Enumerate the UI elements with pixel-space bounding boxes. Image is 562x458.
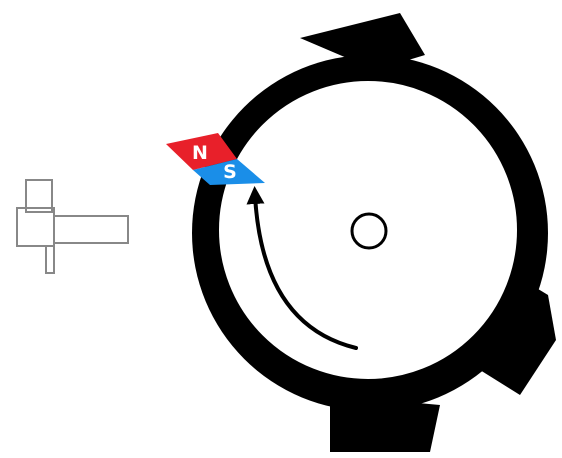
south-pole-label: S xyxy=(223,161,237,183)
north-pole-label: N xyxy=(192,142,208,164)
sensor-body xyxy=(17,208,54,246)
sensor-icon xyxy=(17,180,128,273)
sensor-leg xyxy=(46,246,54,273)
center-hub-icon xyxy=(352,214,386,248)
sensor-probe xyxy=(54,216,128,243)
